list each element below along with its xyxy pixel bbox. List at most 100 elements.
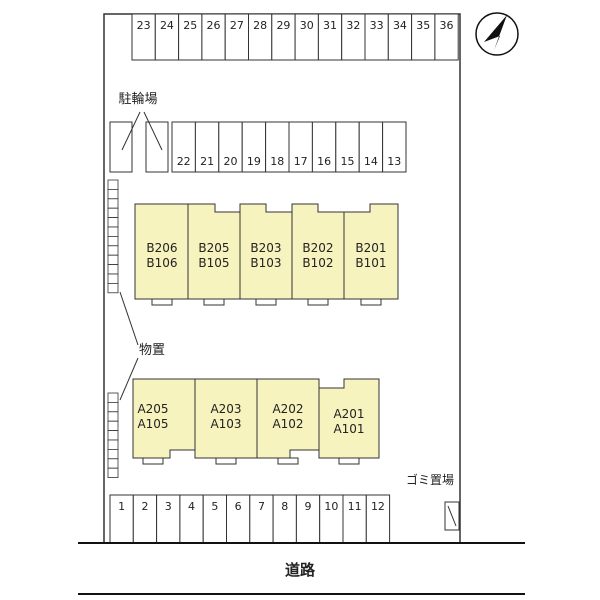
parking-space-number: 34: [393, 19, 407, 32]
unit-number-lower: A105: [137, 417, 168, 431]
parking-space-number: 14: [364, 155, 378, 168]
parking-space-number: 16: [317, 155, 331, 168]
storage-unit: [107, 235, 119, 247]
parking-space-number: 4: [188, 500, 195, 513]
storage-label: 物置: [139, 343, 165, 358]
unit-number-upper: A201: [333, 407, 364, 421]
leader-line: [119, 357, 139, 401]
storage-unit: [107, 439, 119, 450]
unit-number-lower: A102: [272, 417, 303, 431]
storage-unit: [107, 217, 119, 228]
parking-row-top: 23 24 25 26 27 28 29 30 31 32 33 34 35 36: [131, 13, 459, 61]
unit-number-lower: A101: [333, 422, 364, 436]
parking-space-number: 28: [253, 19, 267, 32]
unit-number-upper: A203: [210, 402, 241, 416]
parking-space-number: 3: [165, 500, 172, 513]
parking-space-number: 9: [305, 500, 312, 513]
north-arrow-icon: [475, 12, 519, 56]
storage-unit: [107, 448, 119, 460]
apartment-unit: [256, 378, 320, 459]
parking-space-number: 18: [270, 155, 284, 168]
road-label: 道路: [285, 561, 316, 579]
parking-space: [434, 13, 459, 61]
garbage-area: ゴミ置場: [406, 472, 460, 531]
parking-space-number: 19: [247, 155, 261, 168]
entrance-step: [255, 298, 277, 306]
leader-line: [121, 111, 141, 151]
storage-unit: [107, 430, 119, 441]
storage-unit: [107, 282, 119, 294]
storage-unit: [107, 401, 119, 413]
apartment-unit: [343, 203, 399, 300]
parking-space-number: 1: [118, 500, 125, 513]
storage-unit: [107, 264, 119, 275]
unit-number-upper: B203: [250, 241, 281, 255]
storage-shed-upper: [107, 179, 119, 294]
storage-unit: [107, 188, 119, 200]
unit-number-lower: B106: [146, 256, 177, 270]
entrance-step: [307, 298, 329, 306]
parking-space-number: 27: [230, 19, 244, 32]
storage-unit: [107, 179, 119, 190]
storage-unit: [107, 392, 119, 403]
unit-number-lower: B105: [198, 256, 229, 270]
parking-space-number: 21: [200, 155, 214, 168]
unit-number-upper: B205: [198, 241, 229, 255]
parking-space-number: 31: [323, 19, 337, 32]
garbage-box-mark: [447, 505, 457, 527]
storage-unit: [107, 458, 119, 469]
storage-unit: [107, 245, 119, 256]
unit-number-upper: B202: [302, 241, 333, 255]
parking-space-number: 12: [371, 500, 385, 513]
storage-unit: [107, 254, 119, 265]
parking-space-number: 6: [235, 500, 242, 513]
storage-unit: [107, 420, 119, 432]
parking-space-number: 23: [137, 19, 151, 32]
parking-space-number: 36: [440, 19, 454, 32]
unit-number-lower: B101: [355, 256, 386, 270]
unit-number-lower: B102: [302, 256, 333, 270]
storage-unit: [107, 411, 119, 422]
entrance-step: [151, 298, 173, 306]
parking-space-number: 30: [300, 19, 314, 32]
apartment-unit: [318, 378, 380, 459]
unit-number-upper: B201: [355, 241, 386, 255]
parking-space-number: 8: [281, 500, 288, 513]
leader-line: [119, 291, 139, 346]
parking-space-number: 15: [341, 155, 355, 168]
storage-unit: [107, 198, 119, 209]
parking-space-number: 11: [348, 500, 362, 513]
entrance-step: [360, 298, 382, 306]
storage-unit: [107, 226, 119, 237]
entrance-step: [338, 457, 360, 465]
parking-space-number: 29: [276, 19, 290, 32]
unit-number-lower: A103: [210, 417, 241, 431]
unit-number-upper: A205: [137, 402, 168, 416]
parking-space-number: 7: [258, 500, 265, 513]
bicycle-parking-label: 駐輪場: [118, 91, 157, 107]
parking-space-number: 26: [207, 19, 221, 32]
unit-number-lower: B103: [250, 256, 281, 270]
bicycle-parking: 駐輪場: [109, 91, 169, 173]
parking-space-number: 13: [387, 155, 401, 168]
entrance-step: [215, 457, 237, 465]
parking-space-number: 24: [160, 19, 174, 32]
parking-space-number: 35: [416, 19, 430, 32]
storage-unit: [107, 207, 119, 218]
storage-unit: [107, 467, 119, 479]
parking-space-number: 32: [346, 19, 360, 32]
parking-space-number: 33: [370, 19, 384, 32]
parking-space-number: 2: [141, 500, 148, 513]
entrance-step: [142, 457, 164, 465]
storage-shed-lower: [107, 392, 119, 479]
parking-space-number: 25: [183, 19, 197, 32]
bicycle-rack: [145, 121, 169, 173]
entrance-step: [277, 457, 299, 465]
parking-space-number: 22: [177, 155, 191, 168]
building-b: B棟 B206B106B205B105B203B103B202B102B201B…: [134, 203, 399, 306]
parking-space-number: 5: [211, 500, 218, 513]
